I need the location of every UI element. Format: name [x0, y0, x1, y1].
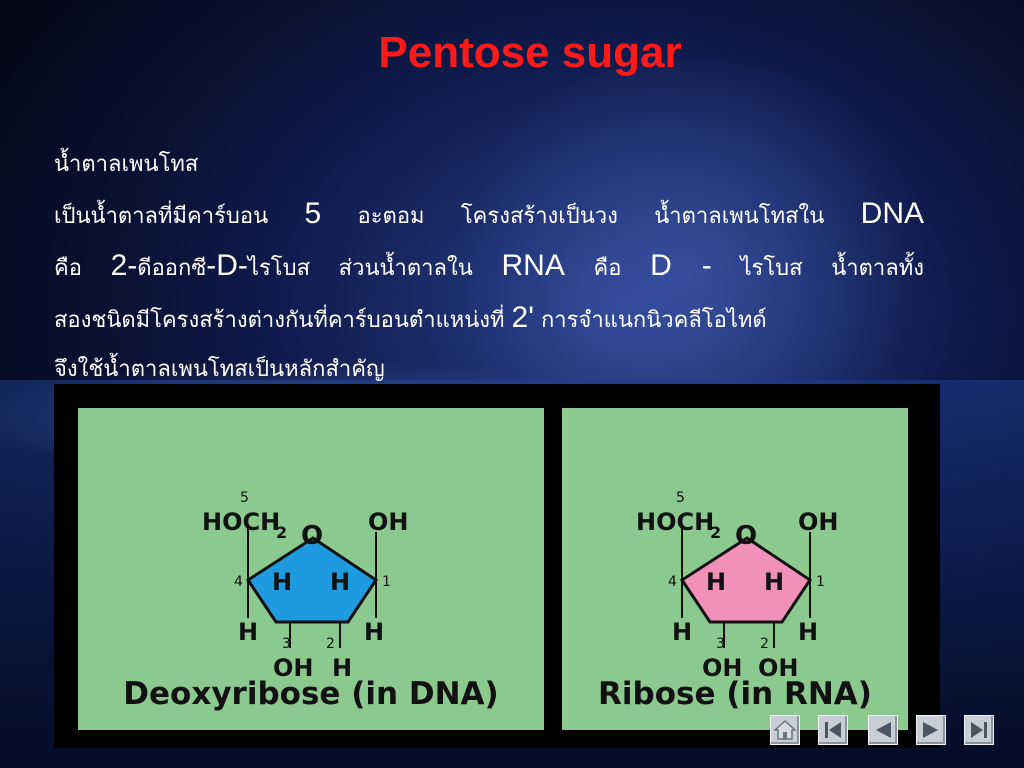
slide-title: Pentose sugar	[378, 28, 682, 77]
ring-h-right: H	[330, 568, 350, 596]
last-slide-icon	[971, 722, 987, 738]
ribose-structure: 5 HOCH 2 O OH 4 1 H H H H 3 2 OH OH	[636, 490, 839, 682]
c4-h-label: H	[672, 618, 692, 646]
ring-h-left: H	[272, 568, 292, 596]
deoxyribose-structure: 5 HOCH 2 O OH 4 1 H H H H 3 2 OH H	[202, 490, 409, 682]
next-slide-icon	[923, 722, 938, 738]
text-run: D -	[650, 249, 712, 282]
carbon-3-label: 3	[282, 636, 291, 652]
slide-body: น้ำตาลเพนโทส เป็นน้ำตาลที่มีคาร์บอน 5 อะ…	[54, 140, 924, 394]
deoxyribose-box: 5 HOCH 2 O OH 4 1 H H H H 3 2 OH H Deoxy…	[78, 408, 544, 730]
slide-navigation	[770, 715, 1000, 747]
text-run: อะตอม โครงสร้างเป็นวง น้ำตาลเพนโทสใน	[321, 204, 861, 229]
text-run: เป็นน้ำตาลที่มีคาร์บอน	[54, 204, 305, 229]
text-run: RNA	[501, 249, 565, 282]
text-run: -D-	[206, 249, 248, 282]
ring-pentagon	[245, 536, 379, 624]
text-run: ไรโบส ส่วนน้ำตาลใน	[247, 256, 502, 281]
deoxyribose-caption: Deoxyribose (in DNA)	[123, 676, 499, 712]
c2-substituent: OH	[758, 654, 799, 682]
sugar-structures-figure: 5 HOCH 2 O OH 4 1 H H H H 3 2 OH H Deoxy…	[54, 384, 940, 748]
previous-slide-button[interactable]	[868, 715, 898, 745]
text-run: การจำแนกนิวคลีโอไทด์	[533, 308, 767, 333]
paragraph-line-3: สองชนิดมีโครงสร้างต่างกันที่คาร์บอนตำแหน…	[54, 293, 924, 345]
ring-oxygen-label: O	[301, 521, 323, 551]
text-run: DNA	[860, 197, 924, 230]
ring-oxygen-label: O	[735, 521, 757, 551]
first-slide-button[interactable]	[818, 715, 848, 745]
previous-slide-icon	[876, 722, 891, 738]
ring-h-right: H	[764, 568, 784, 596]
last-slide-button[interactable]	[964, 715, 994, 745]
c3-substituent: OH	[702, 654, 743, 682]
c2-substituent: H	[332, 654, 352, 682]
hoch2-subscript: 2	[276, 523, 287, 542]
text-run: 5	[304, 197, 322, 230]
c1-h-label: H	[798, 618, 818, 646]
text-run: 2'	[511, 301, 534, 334]
carbon-4-label: 4	[234, 574, 243, 590]
paragraph-line-1: เป็นน้ำตาลที่มีคาร์บอน 5 อะตอม โครงสร้าง…	[54, 189, 924, 241]
c3-substituent: OH	[273, 654, 314, 682]
carbon-5-label: 5	[240, 490, 249, 506]
c1-oh-label: OH	[368, 508, 409, 536]
carbon-4-label: 4	[668, 574, 677, 590]
text-run: 2-	[110, 249, 138, 282]
text-run: คือ	[564, 256, 651, 281]
text-run: ไรโบส น้ำตาลทั้ง	[711, 256, 924, 281]
c1-oh-label: OH	[798, 508, 839, 536]
paragraph-line-4: จึงใช้น้ำตาลเพนโทสเป็นหลักสำคัญ	[54, 357, 385, 382]
ring-h-left: H	[706, 568, 726, 596]
carbon-2-label: 2	[326, 636, 335, 652]
carbon-3-label: 3	[716, 636, 725, 652]
carbon-1-label: 1	[382, 574, 391, 590]
ribose-caption: Ribose (in RNA)	[598, 676, 872, 712]
ring-pentagon	[679, 536, 813, 624]
ribose-box: 5 HOCH 2 O OH 4 1 H H H H 3 2 OH OH Ribo…	[562, 408, 908, 730]
next-slide-button[interactable]	[916, 715, 946, 745]
paragraph-line-2: คือ 2-ดีออกซี-D-ไรโบส ส่วนน้ำตาลใน RNA ค…	[54, 241, 924, 293]
carbon-5-label: 5	[676, 490, 685, 506]
first-slide-icon	[825, 722, 841, 738]
c4-h-label: H	[238, 618, 258, 646]
home-icon	[774, 719, 796, 740]
text-run: ดีออกซี	[137, 256, 207, 281]
carbon-1-label: 1	[816, 574, 825, 590]
home-button[interactable]	[770, 715, 800, 745]
text-run: สองชนิดมีโครงสร้างต่างกันที่คาร์บอนตำแหน…	[54, 308, 512, 333]
carbon-2-label: 2	[760, 636, 769, 652]
hoch2-subscript: 2	[710, 523, 721, 542]
text-run: คือ	[54, 256, 111, 281]
paragraph-heading: น้ำตาลเพนโทส	[54, 152, 199, 177]
hoch2-label: HOCH	[636, 508, 714, 536]
hoch2-label: HOCH	[202, 508, 280, 536]
c1-h-label: H	[364, 618, 384, 646]
